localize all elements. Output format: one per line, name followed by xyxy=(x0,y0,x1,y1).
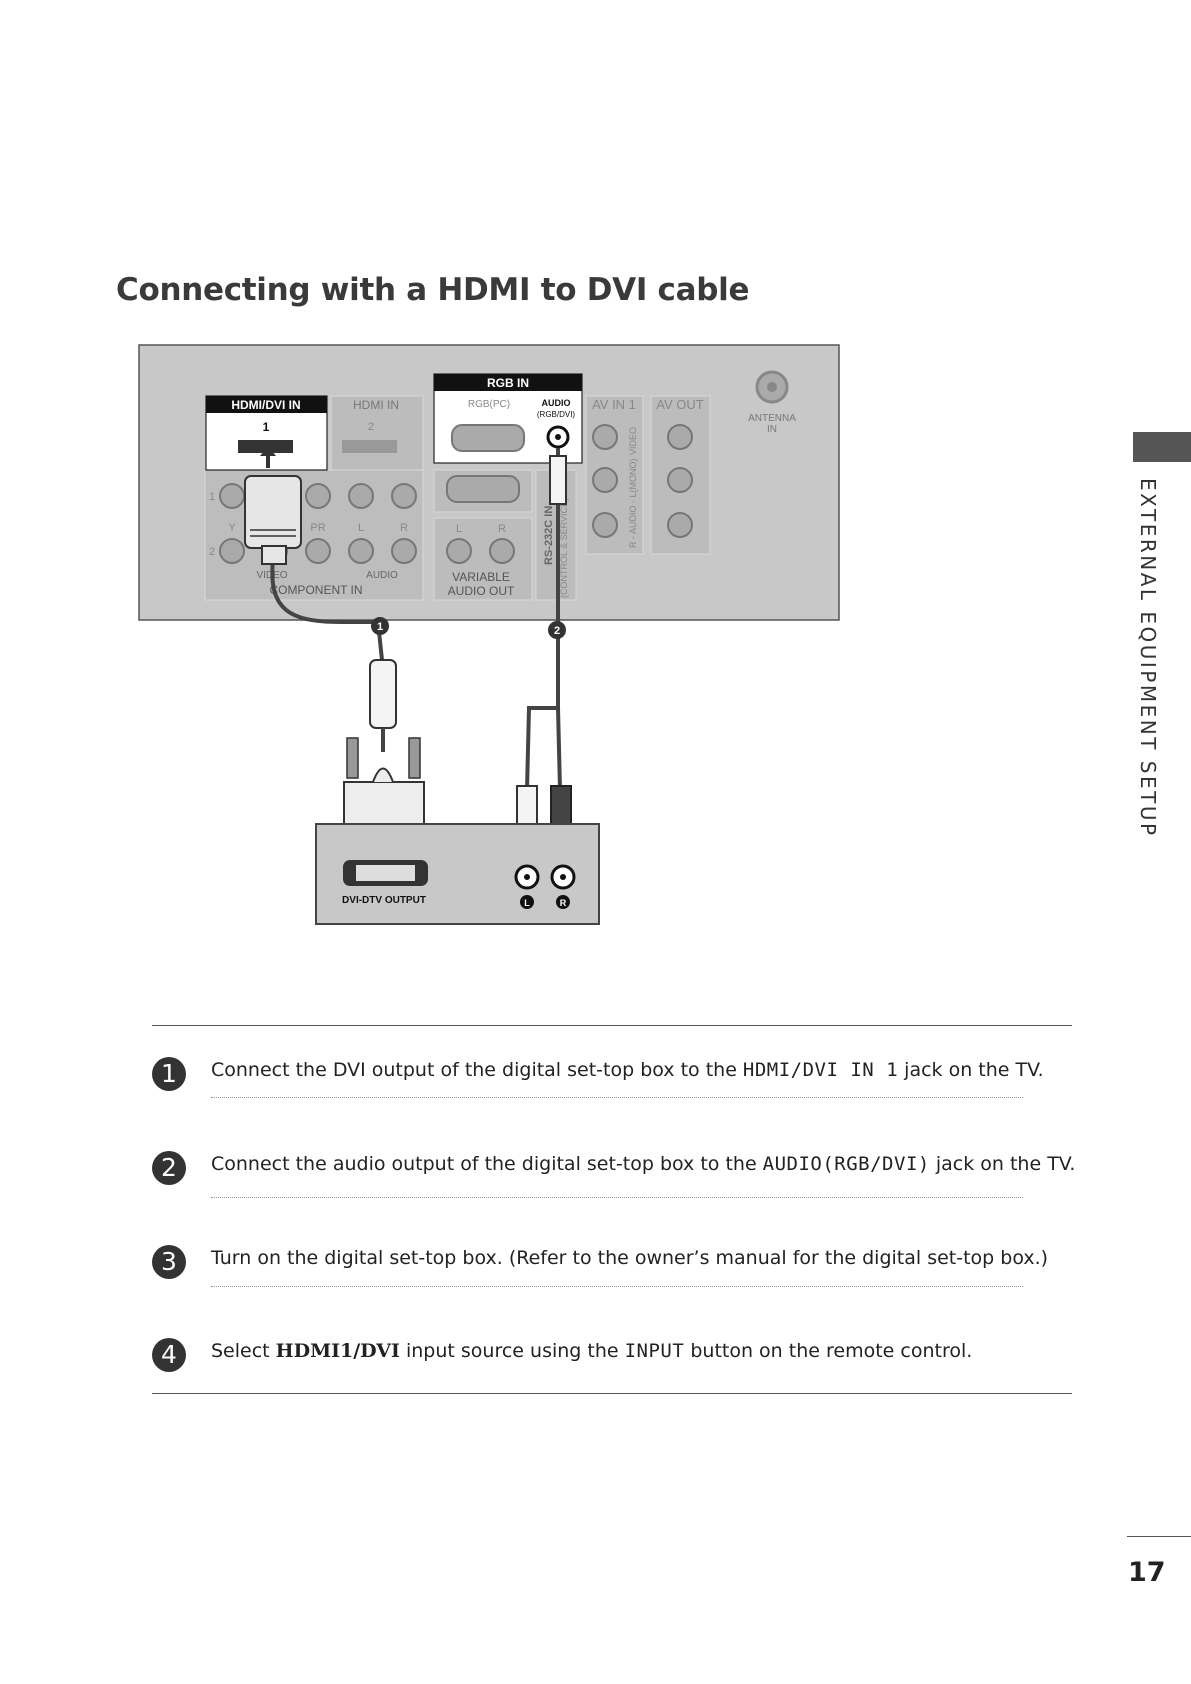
variable-label: VARIABLE xyxy=(452,570,510,584)
step-text-part: Connect the audio output of the digital … xyxy=(211,1153,763,1175)
step-text-part: Turn on the digital set-top box. (Refer … xyxy=(211,1247,1049,1269)
av-in-audio-label: R - AUDIO - L(MONO) xyxy=(628,458,638,548)
rs232c-sub-label: (CONTROL & SERVICE) xyxy=(559,498,569,598)
step-number-badge: 1 xyxy=(152,1057,186,1091)
dvi-thumbscrew-left xyxy=(346,737,359,779)
step-separator xyxy=(211,1286,1023,1287)
step-text-part: Connect the DVI output of the digital se… xyxy=(211,1059,743,1081)
audio-plug-tv xyxy=(549,455,567,505)
dvi-output-label: DVI-DTV OUTPUT xyxy=(342,895,426,906)
section-tab-marker xyxy=(1133,432,1191,462)
variable-audio-r-jack xyxy=(489,538,515,564)
callout-2-number: 2 xyxy=(554,625,560,637)
step-text: Select HDMI1/DVI input source using the … xyxy=(211,1340,972,1362)
hdmi-dvi-in-label: HDMI/DVI IN xyxy=(231,398,300,412)
step-text-part: jack on the TV. xyxy=(898,1059,1044,1081)
step-separator xyxy=(211,1197,1023,1198)
component-row-1: 1 xyxy=(209,491,215,503)
audio-rgb-dvi-sub-label: (RGB/DVI) xyxy=(537,410,576,419)
audio-rgb-dvi-label: AUDIO xyxy=(542,398,571,408)
av-in-1-jacks xyxy=(592,424,618,538)
av-in-video-label: VIDEO xyxy=(628,427,638,455)
hdmi-dvi-cable xyxy=(270,559,384,661)
hdmi-dvi-in-port-number: 1 xyxy=(263,420,270,434)
arrow-up-icon xyxy=(260,446,276,468)
step-text-part: jack on the TV. xyxy=(929,1153,1076,1175)
step-text-part: button on the remote control. xyxy=(684,1340,973,1362)
rgb-pc-port-icon xyxy=(451,424,525,452)
hdmi-dvi-in-header xyxy=(206,396,327,413)
step-emphasis: AUDIO(RGB/DVI) xyxy=(762,1153,930,1175)
section-label: EXTERNAL EQUIPMENT SETUP xyxy=(1136,478,1160,838)
hdmi-plug xyxy=(244,475,302,549)
left-jack-badge xyxy=(520,895,534,909)
dvi-thumbscrew-right xyxy=(408,737,421,779)
callout-badge-2 xyxy=(548,621,566,639)
rs232c-label: RS-232C IN xyxy=(543,506,555,565)
component-audio-label: AUDIO xyxy=(366,570,398,581)
hdmi-in-label: HDMI IN xyxy=(353,398,399,412)
av-in-1-label: AV IN 1 xyxy=(592,397,636,412)
step-separator xyxy=(211,1097,1023,1098)
component-r-label: R xyxy=(400,522,408,534)
av-out-jacks xyxy=(667,424,693,538)
component-l-label: L xyxy=(358,522,364,534)
step-emphasis: INPUT xyxy=(624,1340,685,1362)
variable-r-label: R xyxy=(498,523,506,535)
steps-top-rule xyxy=(152,1025,1072,1026)
hdmi-port-2-icon xyxy=(342,440,397,453)
rgb-in-header xyxy=(434,374,582,391)
footer-rule xyxy=(1127,1536,1191,1537)
step-text: Connect the audio output of the digital … xyxy=(211,1153,1075,1175)
step-text: Turn on the digital set-top box. (Refer … xyxy=(211,1247,1048,1269)
antenna-label: ANTENNA xyxy=(748,413,796,424)
audio-out-label: AUDIO OUT xyxy=(448,584,515,598)
variable-audio-l-jack xyxy=(446,538,472,564)
step-text: Connect the DVI output of the digital se… xyxy=(211,1059,1044,1081)
hdmi-port-1-icon xyxy=(238,440,293,453)
component-pr-label: PR xyxy=(310,522,325,534)
steps-bottom-rule xyxy=(152,1393,1072,1394)
step-emphasis: HDMI/DVI IN 1 xyxy=(742,1059,899,1081)
av-out-label: AV OUT xyxy=(656,397,703,412)
hdmi-in-2-box xyxy=(330,395,424,471)
component-row-2: 2 xyxy=(209,546,215,558)
left-jack-label: L xyxy=(524,898,530,908)
step-number-badge: 3 xyxy=(152,1245,186,1279)
component-in-label: COMPONENT IN xyxy=(269,583,362,597)
step-text-part: Select xyxy=(211,1340,276,1362)
rs232-port-icon xyxy=(446,475,520,503)
callout-1-number: 1 xyxy=(377,621,383,633)
rgb-pc-label: RGB(PC) xyxy=(468,399,510,410)
callout-badge-1 xyxy=(371,617,389,635)
step-text-part: input source using the xyxy=(399,1340,625,1362)
hdmi-in-port-number: 2 xyxy=(368,421,374,433)
connection-diagram: HDMI/DVI IN 1 HDMI IN 2 1 2 Y PR L R VID… xyxy=(138,344,840,925)
step-number-badge: 2 xyxy=(152,1151,186,1185)
page-title: Connecting with a HDMI to DVI cable xyxy=(116,272,750,308)
rgb-in-label: RGB IN xyxy=(487,376,529,390)
variable-l-label: L xyxy=(456,523,462,535)
step-emphasis: HDMI1/DVI xyxy=(275,1340,400,1362)
right-jack-label: R xyxy=(560,898,567,908)
page-number: 17 xyxy=(1128,1557,1166,1588)
step-number-badge: 4 xyxy=(152,1338,186,1372)
component-y-label: Y xyxy=(228,522,236,534)
antenna-sub-label: IN xyxy=(767,424,777,435)
right-jack-badge xyxy=(556,895,570,909)
dvi-cable-ferrite xyxy=(369,659,397,729)
